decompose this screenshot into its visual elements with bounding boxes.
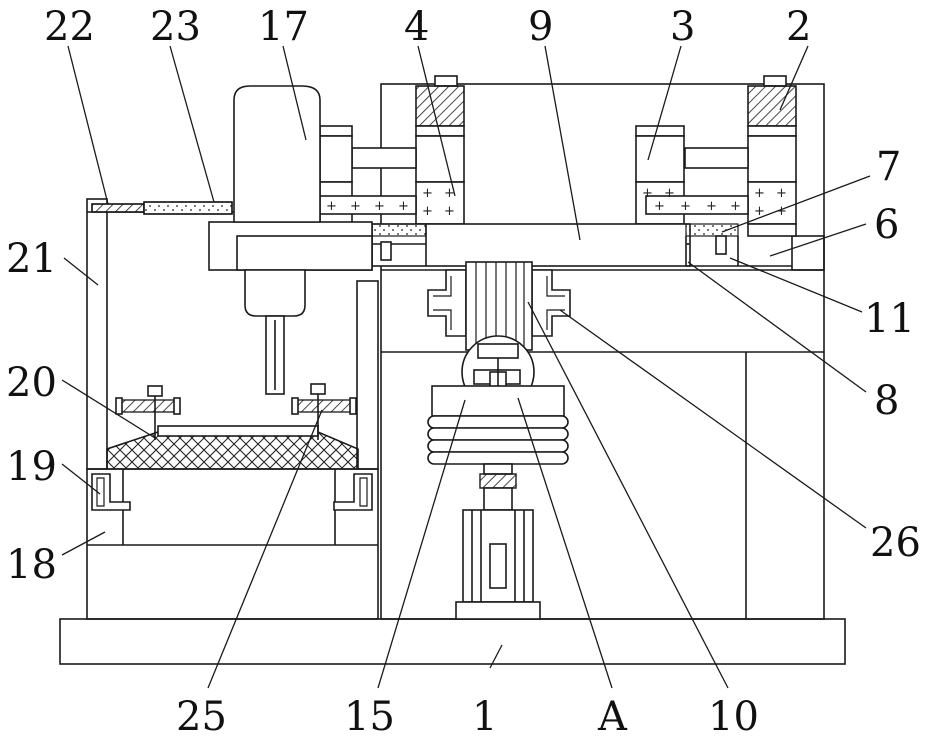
label-2: 2 <box>786 4 811 50</box>
svg-text:+: + <box>654 199 665 214</box>
svg-text:+: + <box>422 204 433 219</box>
label-3: 3 <box>670 4 695 50</box>
label-25: 25 <box>176 694 227 740</box>
label-17: 17 <box>258 4 309 50</box>
svg-text:+: + <box>350 199 361 214</box>
rotary-table <box>428 386 568 510</box>
label-19: 19 <box>6 444 57 490</box>
label-4: 4 <box>404 4 429 50</box>
svg-text:+: + <box>680 199 691 214</box>
label-A: A <box>597 694 628 740</box>
label-9: 9 <box>528 4 553 50</box>
label-6: 6 <box>874 202 899 248</box>
workpiece-holder <box>92 384 372 510</box>
svg-text:+: + <box>422 186 433 201</box>
svg-text:+: + <box>398 199 409 214</box>
svg-text:+: + <box>444 204 455 219</box>
svg-text:+: + <box>730 199 741 214</box>
svg-text:+: + <box>754 186 765 201</box>
bottom-motor <box>456 510 540 619</box>
svg-text:+: + <box>706 199 717 214</box>
svg-text:+: + <box>326 199 337 214</box>
label-15: 15 <box>344 694 395 740</box>
svg-text:+: + <box>374 199 385 214</box>
label-8: 8 <box>874 378 899 424</box>
sliding-plate <box>372 224 792 266</box>
screw-rod <box>92 202 232 214</box>
label-18: 18 <box>6 542 57 588</box>
label-22: 22 <box>44 4 95 50</box>
label-11: 11 <box>864 296 915 342</box>
label-23: 23 <box>150 4 201 50</box>
label-21: 21 <box>6 236 57 282</box>
clamp-assemblies: ++ ++ ++ ++ ++ ++ ++ ++ ++ <box>320 76 796 236</box>
base-plate <box>60 619 845 664</box>
svg-text:+: + <box>642 186 653 201</box>
label-1: 1 <box>472 694 497 740</box>
label-20: 20 <box>6 360 57 406</box>
svg-text:+: + <box>664 186 675 201</box>
svg-text:+: + <box>776 186 787 201</box>
label-10: 10 <box>708 694 759 740</box>
label-26: 26 <box>870 520 921 566</box>
label-7: 7 <box>876 144 901 190</box>
